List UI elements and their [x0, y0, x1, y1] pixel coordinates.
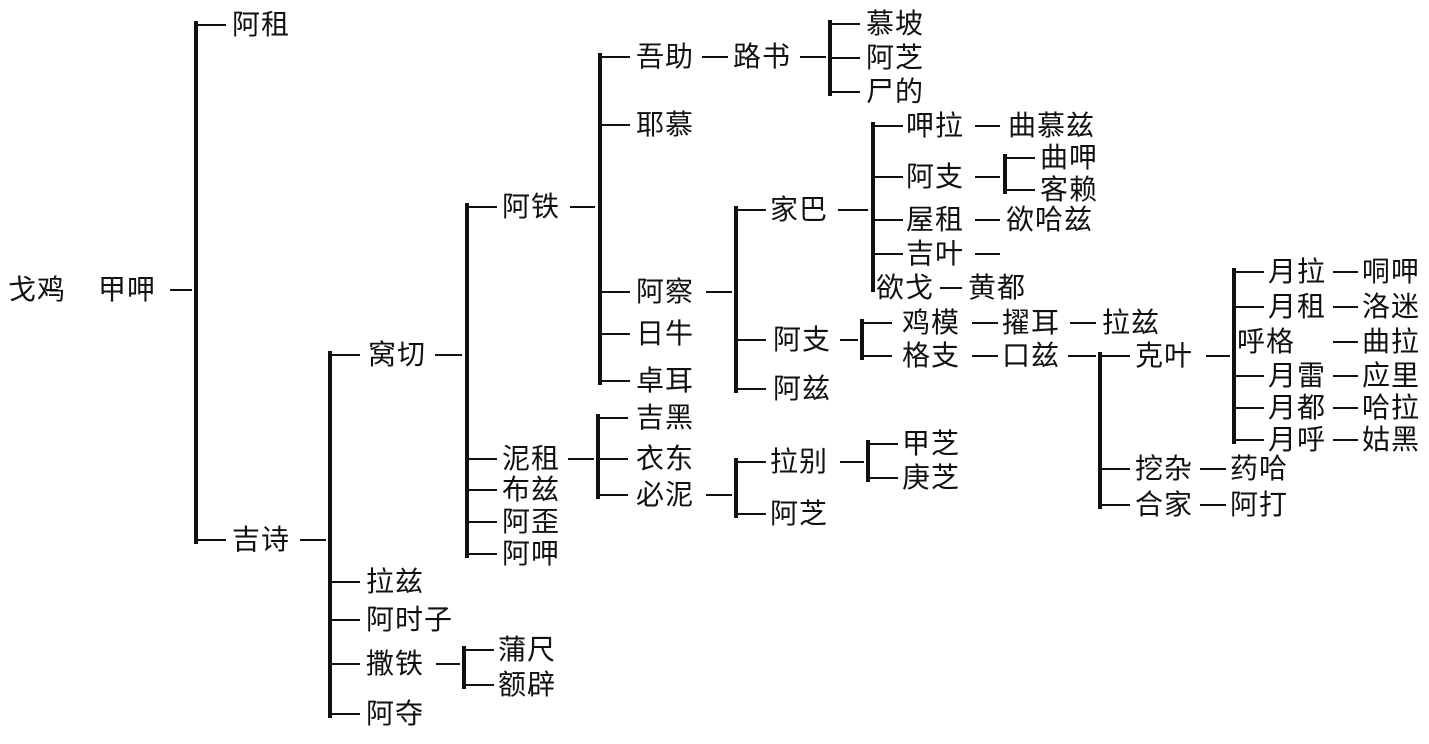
person-node: 哈拉: [1362, 391, 1421, 424]
person-node: 洛迷: [1362, 290, 1421, 323]
person-node: 阿支: [773, 323, 832, 356]
person-node: 泥租: [502, 442, 561, 475]
person-node: 药哈: [1230, 452, 1289, 485]
person-node: 家巴: [770, 193, 829, 226]
person-node: 额辟: [498, 668, 557, 701]
person-node: 窝切: [368, 338, 427, 371]
person-node: 合家: [1135, 488, 1194, 521]
person-node: 阿察: [636, 275, 695, 308]
person-node: 衣东: [636, 442, 695, 475]
person-node: 甲呷: [98, 273, 157, 306]
person-node: 拉别: [770, 445, 829, 478]
person-node: 布兹: [502, 473, 561, 506]
person-node: 欲哈兹: [1006, 203, 1094, 236]
person-node: 曲呷: [1040, 141, 1099, 174]
person-node: 阿呷: [502, 537, 561, 570]
person-node: 吾助: [636, 40, 695, 73]
person-node: 阿租: [232, 8, 291, 41]
person-node: 阿芝: [866, 41, 925, 74]
person-node: 月呼: [1268, 423, 1327, 456]
person-node: 口兹: [1002, 339, 1061, 372]
person-node: 姑黑: [1362, 423, 1421, 456]
person-node: 应里: [1362, 359, 1421, 392]
person-node: 尸的: [866, 75, 925, 108]
person-node: 月都: [1268, 391, 1327, 424]
person-node: 蒲尺: [498, 633, 557, 666]
person-node: 拉兹: [366, 565, 425, 598]
person-node: 曲拉: [1362, 325, 1421, 358]
person-node: 阿支: [906, 160, 965, 193]
person-node: 甲芝: [902, 427, 961, 460]
person-node: 路书: [733, 40, 792, 73]
person-node: 拉兹: [1102, 306, 1161, 339]
person-node: 日牛: [636, 317, 695, 350]
person-node: 鸡模: [902, 306, 961, 339]
person-node: 月雷: [1268, 359, 1327, 392]
person-node: 阿芝: [770, 497, 829, 530]
person-node: 曲慕兹: [1008, 109, 1096, 142]
root-person: 戈鸡: [8, 273, 67, 306]
person-node: 慕坡: [866, 7, 925, 40]
person-node: 阿铁: [502, 190, 561, 223]
person-node: 吉诗: [232, 523, 291, 556]
person-node: 呼格: [1237, 325, 1296, 358]
person-node: 欲戈: [876, 271, 935, 304]
person-node: 月租: [1268, 290, 1327, 323]
person-node: 克叶: [1135, 339, 1194, 372]
person-node: 月拉: [1268, 255, 1327, 288]
person-node: 擢耳: [1002, 306, 1061, 339]
person-node: 阿兹: [773, 372, 832, 405]
person-node: 吉叶: [906, 237, 965, 270]
person-node: 吉黑: [636, 401, 695, 434]
person-node: 挖杂: [1135, 452, 1194, 485]
person-node: 撒铁: [366, 647, 425, 680]
person-node: 哃呷: [1362, 255, 1421, 288]
person-node: 客赖: [1040, 173, 1099, 206]
person-node: 阿夺: [366, 697, 425, 730]
person-node: 阿时子: [366, 603, 454, 636]
person-node: 格支: [902, 339, 961, 372]
person-node: 呷拉: [906, 109, 965, 142]
person-node: 黄都: [968, 271, 1027, 304]
person-node: 耶慕: [636, 108, 695, 141]
person-node: 屋租: [906, 203, 965, 236]
person-node: 阿打: [1230, 488, 1289, 521]
person-node: 阿歪: [502, 505, 561, 538]
person-node: 卓耳: [636, 364, 695, 397]
person-node: 必泥: [636, 478, 695, 511]
person-node: 庚芝: [902, 461, 961, 494]
